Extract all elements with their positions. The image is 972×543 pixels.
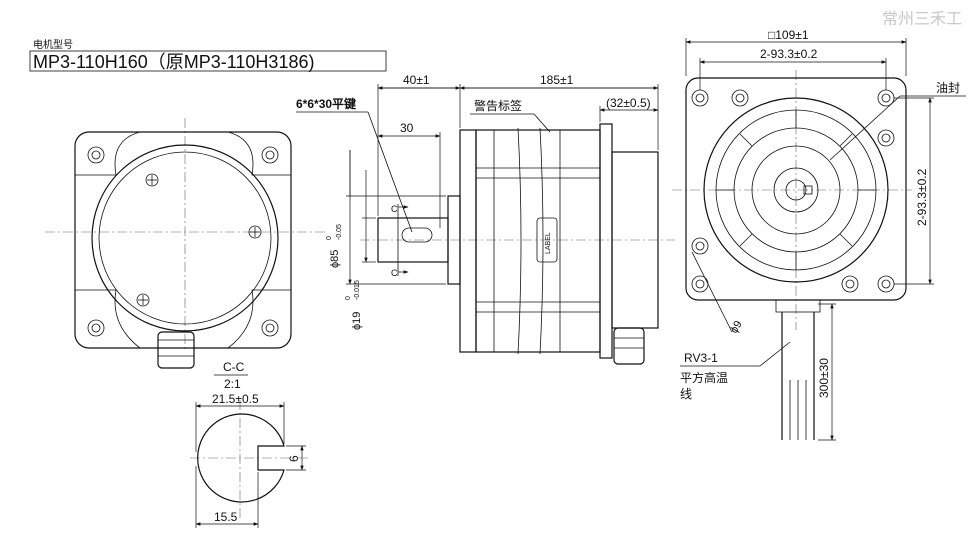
- side-view: LABEL C C 185±1 40±1 30 (: [296, 73, 675, 365]
- title-block: 电机型号 MP3-110H160（原MP3-110H3186): [29, 38, 387, 72]
- warning-label: 警告标签: [474, 98, 522, 113]
- front-view: □109±1 2-93.3±0.2 2-93.3±0.2 油封 ϕ9 RV3-1…: [672, 28, 966, 441]
- cable-type: RV3-1: [684, 351, 718, 365]
- dim-key-height: 6: [287, 455, 301, 462]
- label-text: LABEL: [545, 232, 552, 254]
- dim-shaft-tol-upper: 0: [345, 296, 352, 300]
- watermark: 常州三禾工: [882, 10, 962, 28]
- section-title: C-C: [223, 360, 245, 374]
- section-mark-bottom: C: [391, 268, 398, 278]
- dim-hole-pitch-h: 2-93.3±0.2: [760, 47, 818, 61]
- dim-section-width: 21.5±0.5: [212, 392, 259, 406]
- model-box: [29, 50, 387, 72]
- cable-desc-line1: 平方高温: [680, 370, 728, 385]
- rear-view: [45, 118, 325, 369]
- section-scale: 2:1: [224, 377, 241, 391]
- dim-flange-size: □109±1: [768, 28, 809, 42]
- dim-key-length: 30: [400, 121, 414, 135]
- dim-rear-cap: (32±0.5): [606, 96, 651, 110]
- section-mark-top: C: [391, 204, 398, 214]
- dim-shaft-dia: ϕ19: [351, 312, 363, 330]
- key-label: 6*6*30平键: [296, 96, 356, 111]
- model-name: MP3-110H160（原MP3-110H3186): [33, 52, 314, 72]
- section-view: C-C 2:1 21.5±0.5 15.5 6: [190, 360, 310, 528]
- dim-shaft-length: 40±1: [403, 73, 430, 87]
- dim-total-length: 185±1: [540, 73, 574, 87]
- dim-hole-pitch-v: 2-93.3±0.2: [915, 168, 929, 226]
- dim-pilot-tol-lower: -0.05: [336, 224, 343, 240]
- dim-cable-length: 300±30: [817, 358, 831, 398]
- dim-pilot-dia: ϕ85: [329, 250, 341, 268]
- dim-hole-dia: ϕ9: [728, 319, 745, 336]
- model-caption: 电机型号: [33, 38, 73, 51]
- oil-seal-label: 油封: [936, 81, 960, 95]
- cable-desc-line2: 线: [680, 387, 692, 401]
- dim-shaft-tol-lower: -0.015: [354, 280, 361, 300]
- dim-pilot-tol-upper: 0: [326, 236, 333, 240]
- dim-flat-width: 15.5: [214, 510, 238, 524]
